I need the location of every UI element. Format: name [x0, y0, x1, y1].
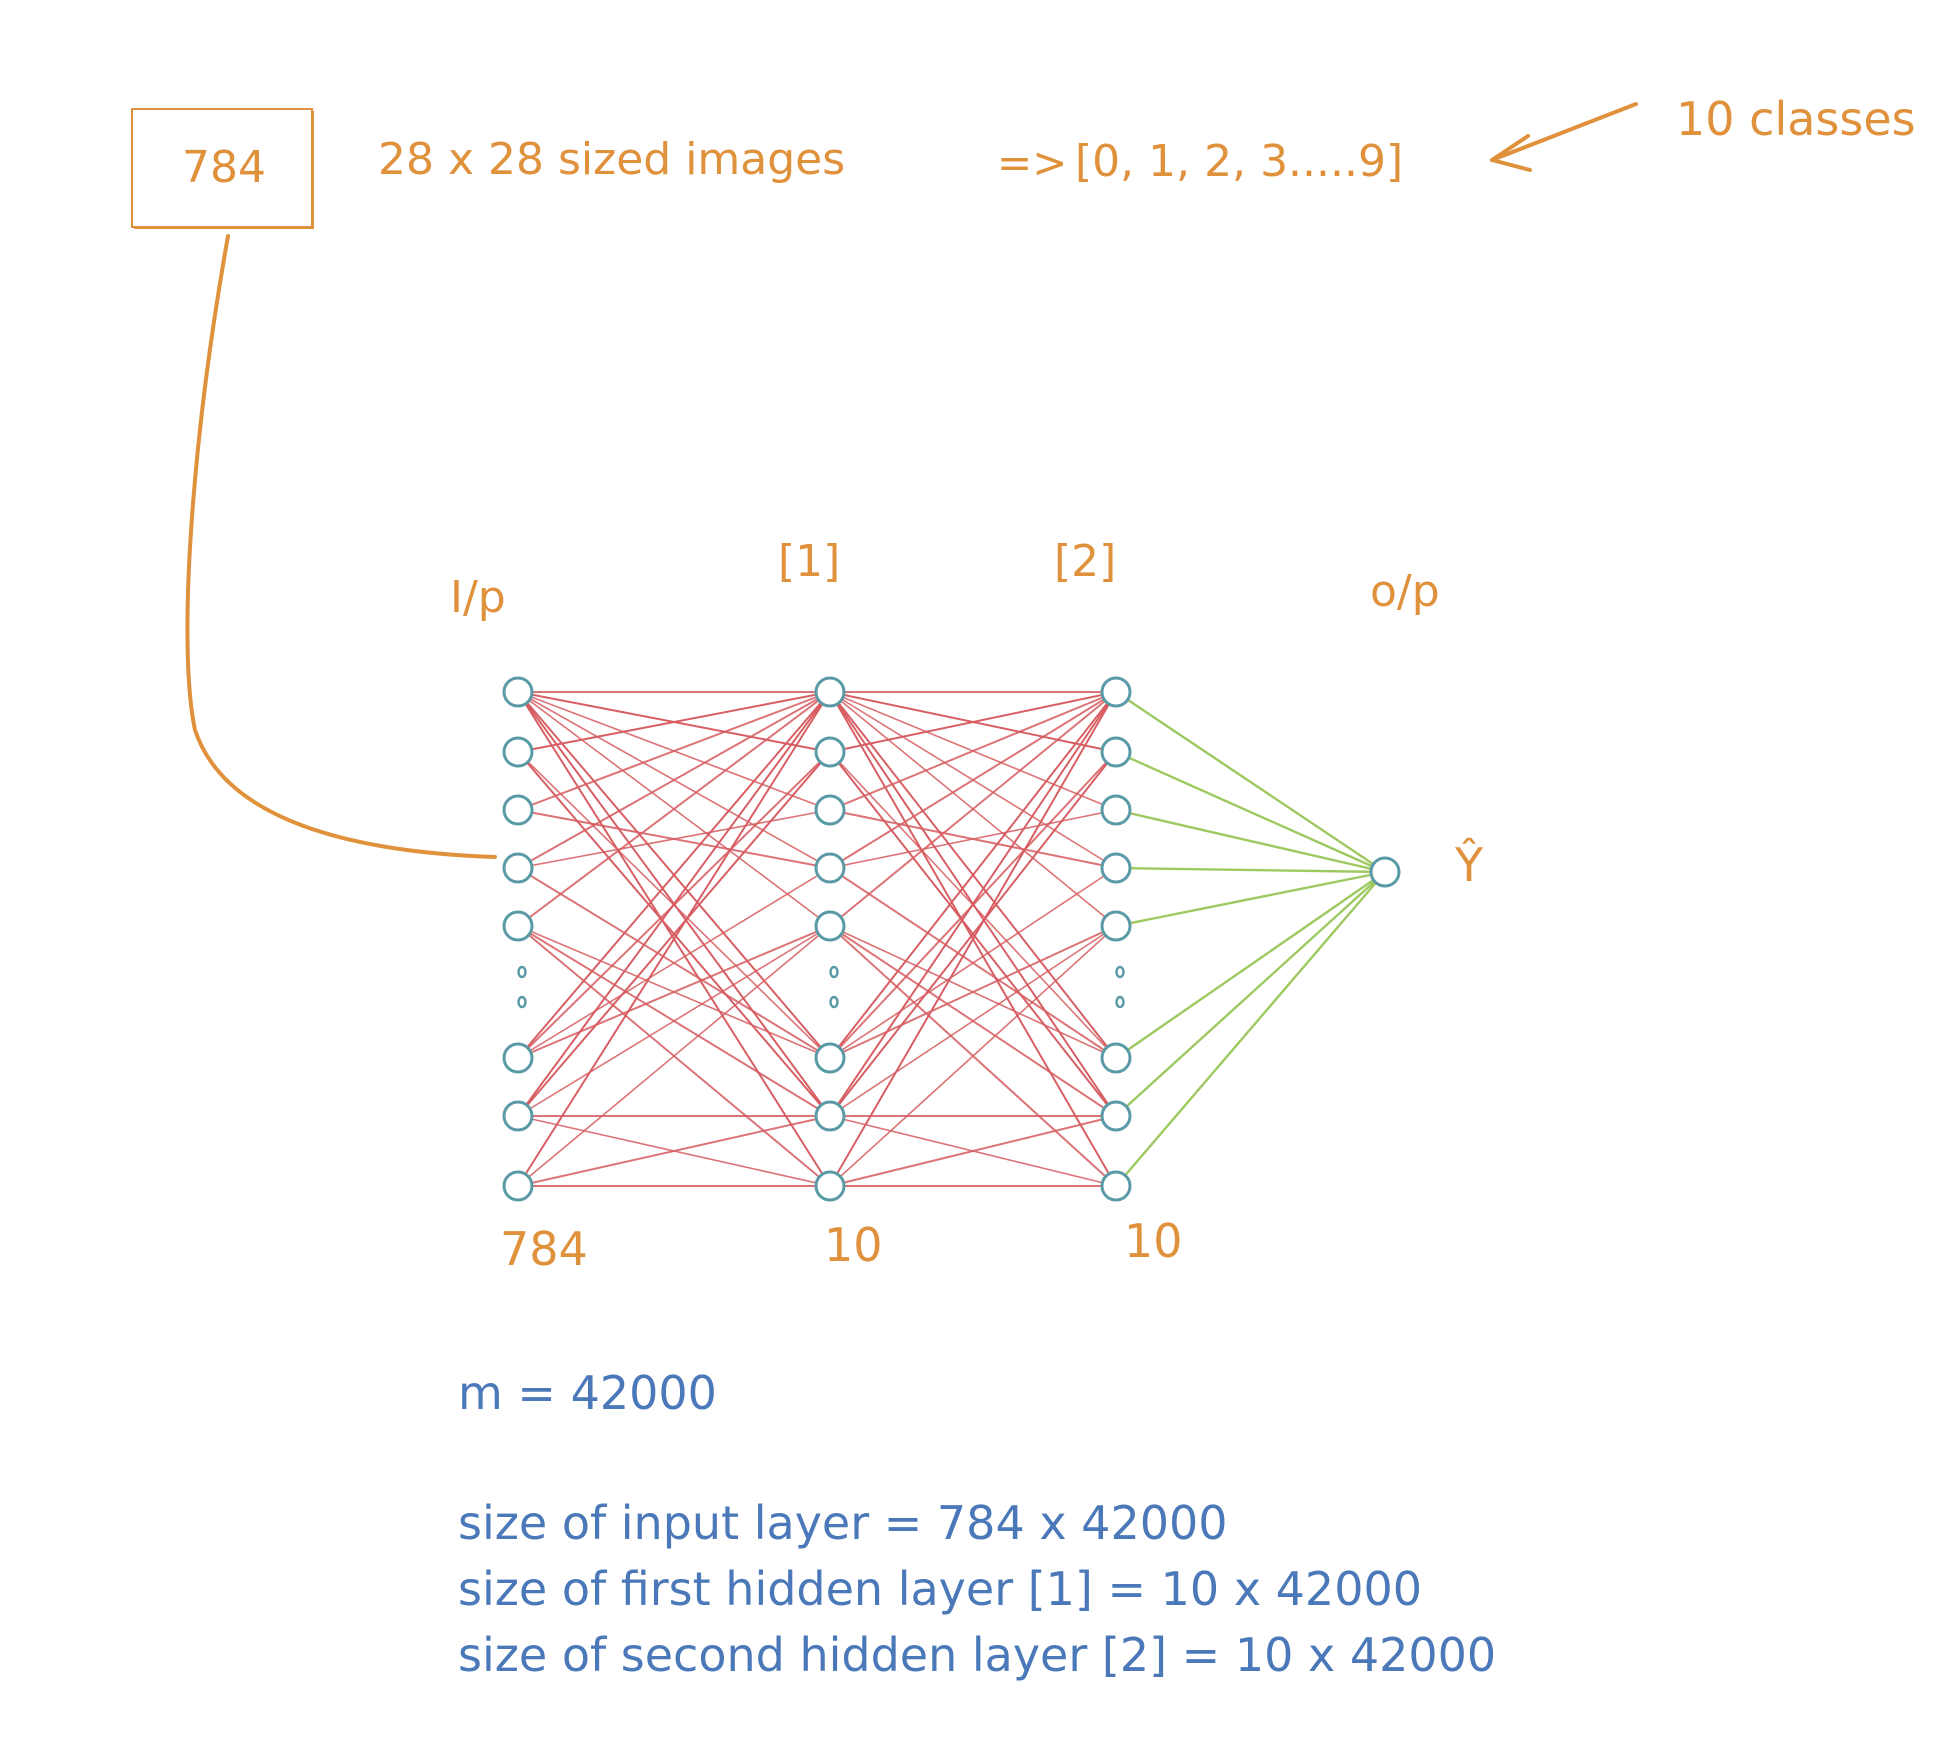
hidden-edge: [829, 691, 1117, 927]
hidden-layer-2-count: 10: [1124, 1214, 1183, 1268]
mapping-arrow: =>: [997, 138, 1068, 187]
hidden-edge: [829, 867, 1117, 1059]
output-symbol: Ŷ: [1455, 838, 1484, 892]
ellipsis-dot: [829, 965, 839, 979]
hidden-edge: [517, 691, 831, 1117]
ellipsis-dot: [517, 965, 527, 979]
hidden-edge: [517, 691, 831, 1059]
hidden-edge: [517, 691, 831, 811]
input-size-note: size of input layer = 784 x 42000: [458, 1496, 1228, 1550]
output-edge: [1115, 871, 1386, 1117]
hidden1-neuron: [814, 736, 846, 768]
hidden2-neuron: [1100, 736, 1132, 768]
hidden-edge: [517, 691, 831, 927]
output-edge: [1115, 866, 1386, 874]
output-edge: [1115, 808, 1386, 874]
hidden2-size-note: size of second hidden layer [2] = 10 x 4…: [458, 1628, 1497, 1682]
output-edge: [1115, 871, 1386, 1059]
hidden2-neuron: [1100, 676, 1132, 708]
hidden2-neuron: [1100, 852, 1132, 884]
hidden-layer-1-count: 10: [824, 1218, 883, 1272]
hidden1-neuron: [814, 1170, 846, 1202]
output-edge: [1115, 871, 1386, 1187]
images-note: 28 x 28 sized images: [378, 134, 846, 185]
hidden1-neuron: [814, 1100, 846, 1132]
classes-arrow-icon: [1490, 102, 1638, 172]
input-neuron: [502, 736, 534, 768]
hidden2-neuron: [1100, 1100, 1132, 1132]
hidden2-neuron: [1100, 1042, 1132, 1074]
ellipsis-dots: [517, 965, 1125, 1009]
hidden-edge: [829, 691, 1117, 869]
neuron-nodes: [502, 676, 1401, 1202]
ellipsis-dot: [1115, 965, 1125, 979]
input-neuron: [502, 852, 534, 884]
output-neuron: [1369, 856, 1401, 888]
hidden-edge: [517, 691, 831, 753]
output-layer-title: o/p: [1370, 566, 1440, 617]
input-layer-count: 784: [500, 1222, 588, 1276]
output-edge: [1115, 750, 1386, 874]
sample-count-note: m = 42000: [458, 1366, 717, 1420]
hidden-layer-2-title: [2]: [1054, 536, 1117, 587]
classes-note: 10 classes: [1676, 92, 1916, 146]
hidden-edge: [517, 751, 831, 1117]
hidden2-neuron: [1100, 910, 1132, 942]
hidden1-neuron: [814, 1042, 846, 1074]
hidden1-neuron: [814, 852, 846, 884]
hidden1-size-note: size of first hidden layer [1] = 10 x 42…: [458, 1562, 1423, 1616]
hidden-edge: [829, 691, 1117, 1117]
class-list: [0, 1, 2, 3.....9]: [1075, 136, 1404, 187]
hidden2-neuron: [1100, 1170, 1132, 1202]
input-neuron: [502, 794, 534, 826]
hidden-layer-1-title: [1]: [778, 536, 841, 587]
hidden-edge: [517, 1115, 831, 1187]
hidden-edge: [829, 691, 1117, 1187]
input-size-box: 784: [131, 108, 313, 228]
hidden-edge: [517, 925, 831, 1117]
input-neuron: [502, 1170, 534, 1202]
hidden-edge: [517, 867, 831, 1059]
ellipsis-dot: [517, 995, 527, 1009]
input-size-box-label: 784: [182, 142, 266, 193]
input-neuron: [502, 910, 534, 942]
hidden-edge: [517, 809, 831, 869]
hidden-edge: [829, 691, 1117, 753]
ellipsis-dot: [1115, 995, 1125, 1009]
ellipsis-dot: [829, 995, 839, 1009]
hidden-edge: [829, 691, 1117, 1059]
hidden-edge: [829, 925, 1117, 1117]
input-neuron: [502, 1100, 534, 1132]
hidden-edge: [517, 691, 831, 869]
hidden-edge: [517, 925, 831, 1059]
hidden-edge: [829, 751, 1117, 1117]
hidden1-neuron: [814, 676, 846, 708]
hidden-edge: [829, 1115, 1117, 1187]
input-neuron: [502, 676, 534, 708]
hidden-edge: [829, 691, 1117, 811]
hidden1-neuron: [814, 794, 846, 826]
hidden-edge: [829, 809, 1117, 869]
connection-lines: [517, 691, 1386, 1187]
input-neuron: [502, 1042, 534, 1074]
input-layer-title: I/p: [450, 572, 506, 623]
hidden-edge: [829, 925, 1117, 1187]
output-edge: [1115, 870, 1386, 928]
hidden-edge: [517, 925, 831, 1187]
input-connector-line: [185, 234, 497, 859]
hidden1-neuron: [814, 910, 846, 942]
hidden2-neuron: [1100, 794, 1132, 826]
hidden-edge: [517, 691, 831, 1187]
hidden-edge: [829, 925, 1117, 1059]
output-edge: [1115, 691, 1386, 873]
